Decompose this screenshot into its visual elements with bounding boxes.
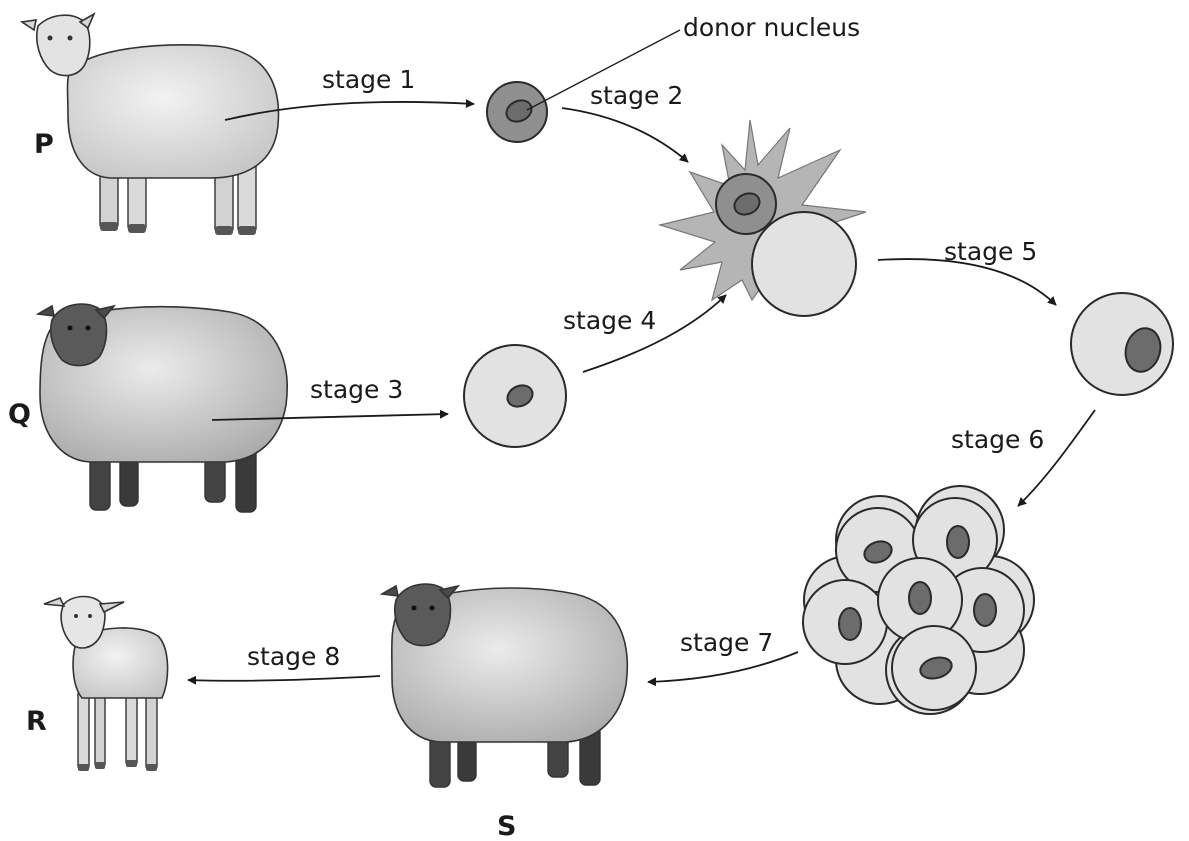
lamb-r-illustration <box>44 597 168 772</box>
animal-q-label: Q <box>8 399 31 430</box>
donor-nucleus-label: donor nucleus <box>683 13 860 42</box>
arrow-stage-2 <box>562 108 688 162</box>
sheep-s-illustration <box>382 584 627 787</box>
donor-cell <box>487 82 547 142</box>
animal-p-label: P <box>34 129 54 160</box>
stage-1-label: stage 1 <box>322 65 415 94</box>
stage-7-label: stage 7 <box>680 628 773 657</box>
stage-3-label: stage 3 <box>310 375 403 404</box>
stage-4-label: stage 4 <box>563 306 656 335</box>
sheep-p-illustration <box>22 14 278 235</box>
stage-6-label: stage 6 <box>951 425 1044 454</box>
animal-s-label: S <box>497 811 516 841</box>
stage-2-label: stage 2 <box>590 81 683 110</box>
embryo-cluster <box>803 486 1034 714</box>
arrow-stage-8 <box>188 676 380 681</box>
animal-r-label: R <box>26 706 47 737</box>
fused-donor-cell <box>716 174 776 234</box>
fused-cell <box>1071 293 1173 395</box>
enucleated-egg-cell <box>752 212 856 316</box>
stage-5-label: stage 5 <box>944 237 1037 266</box>
sheep-q-illustration <box>38 304 287 512</box>
stage-8-label: stage 8 <box>247 642 340 671</box>
egg-cell <box>464 345 566 447</box>
